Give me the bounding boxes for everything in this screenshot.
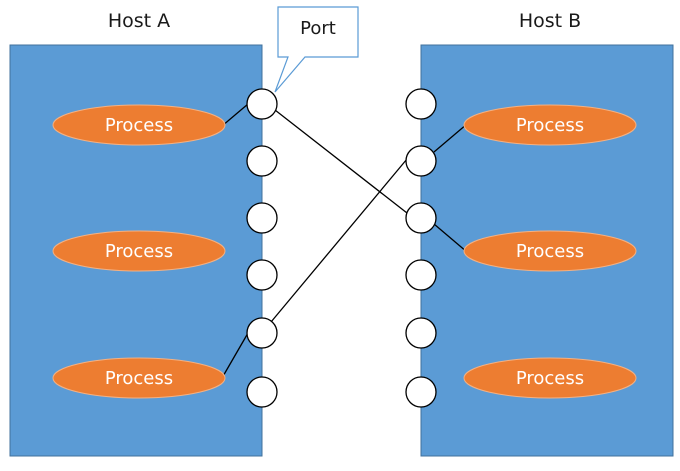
host-b-process-2: Process — [463, 230, 637, 272]
host-a-processes: Process Process Process — [52, 104, 226, 399]
svg-text:Process: Process — [105, 241, 173, 262]
port-callout-label: Port — [300, 18, 336, 39]
connections — [221, 103, 468, 379]
connection-line — [433, 223, 468, 253]
host-b-label: Host B — [518, 10, 582, 32]
host-b-process-1: Process — [463, 104, 637, 146]
host-b-port-6 — [405, 376, 437, 408]
host-a-port-6 — [246, 376, 278, 408]
host-a-port-2 — [246, 145, 278, 177]
connection-line — [270, 158, 408, 323]
connection-line — [433, 123, 468, 153]
host-a-process-1: Process — [52, 104, 226, 146]
host-b-port-5 — [405, 317, 437, 349]
connection-line — [274, 109, 408, 214]
host-b-ports — [405, 88, 437, 408]
host-b-port-2 — [405, 145, 437, 177]
svg-text:Process: Process — [516, 368, 584, 389]
host-b-processes: Process Process Process — [463, 104, 637, 399]
host-a-process-3: Process — [52, 357, 226, 399]
host-b-port-4 — [405, 259, 437, 291]
port-callout — [274, 6, 359, 93]
host-a-label: Host A — [107, 10, 171, 32]
connection-line — [221, 103, 249, 127]
host-a-port-3 — [246, 202, 278, 234]
host-b-process-3: Process — [463, 357, 637, 399]
host-a-port-1 — [246, 88, 278, 120]
svg-text:Process: Process — [516, 241, 584, 262]
svg-text:Process: Process — [516, 115, 584, 136]
connection-line — [221, 332, 249, 379]
host-a-port-5 — [246, 317, 278, 349]
host-a-ports — [246, 88, 278, 408]
svg-text:Process: Process — [105, 115, 173, 136]
svg-text:Process: Process — [105, 368, 173, 389]
host-b-port-1 — [405, 88, 437, 120]
host-a-port-4 — [246, 259, 278, 291]
host-b-port-3 — [405, 202, 437, 234]
host-a-process-2: Process — [52, 230, 226, 272]
